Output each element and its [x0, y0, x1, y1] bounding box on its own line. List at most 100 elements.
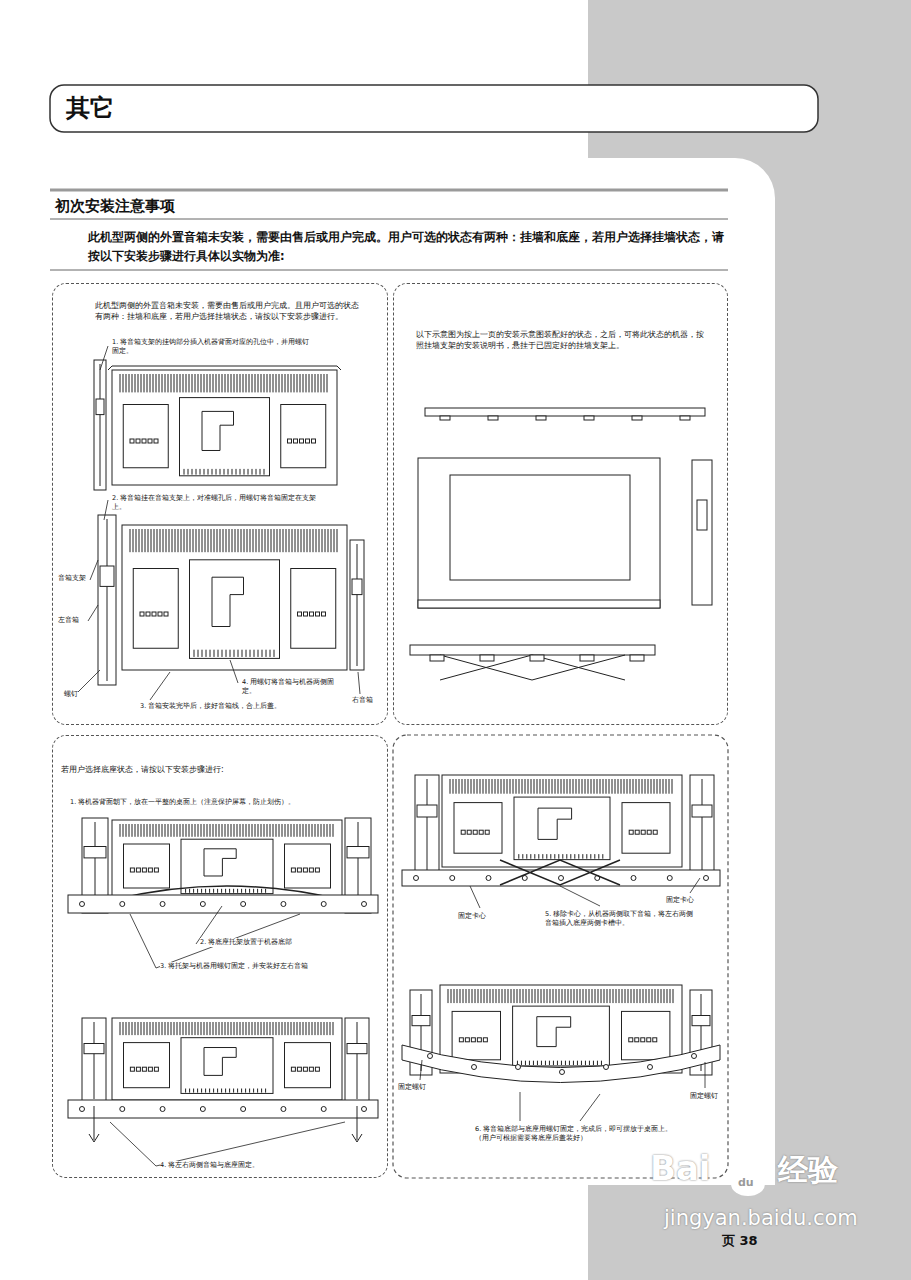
screw-hole: [281, 902, 286, 907]
watermark: Bai: [650, 1146, 711, 1192]
leader-line: [420, 1060, 422, 1080]
drawn-part: [68, 895, 378, 913]
drawn-part: [82, 1018, 106, 1103]
drawn-part: [202, 411, 234, 450]
heading-rule: [50, 189, 728, 192]
drawn-part: [415, 775, 439, 875]
drawn-part: [692, 805, 712, 817]
watermark: 经验: [778, 1150, 838, 1191]
drawn-part: [212, 577, 244, 626]
drawn-part: [142, 439, 146, 443]
screw-hole: [281, 1107, 286, 1112]
drawn-part: [285, 844, 331, 888]
drawn-part: [107, 519, 108, 681]
part-name: 固定螺钉: [398, 1083, 426, 1092]
drawn-part: [148, 439, 152, 443]
drawn-part: [309, 868, 313, 872]
screw-hole: [200, 1107, 205, 1112]
drawn-part: [123, 405, 168, 468]
drawn-part: [315, 1067, 319, 1071]
drawn-part: [316, 612, 320, 616]
screw-hole: [450, 876, 455, 881]
drawn-part: [186, 889, 266, 893]
drawn-part: [181, 1038, 273, 1094]
drawn-part: [84, 1044, 104, 1054]
drawn-part: [440, 985, 682, 1073]
drawn-part: [632, 416, 642, 420]
drawn-part: [190, 560, 280, 659]
drawn-part: [352, 579, 362, 595]
drawn-part: [513, 1006, 610, 1066]
drawn-part: [180, 398, 270, 476]
screw-hole: [120, 1107, 125, 1112]
leader-line: [580, 1094, 600, 1121]
drawn-part: [303, 1067, 307, 1071]
drawn-part: [454, 803, 502, 854]
leader-line: [230, 660, 238, 683]
drawn-part: [194, 650, 274, 657]
drawn-part: [297, 868, 301, 872]
drawn-part: [136, 1067, 140, 1071]
page-number: 页 38: [722, 1232, 758, 1250]
screw-hole: [241, 902, 246, 907]
leader-line: [156, 914, 300, 968]
part-name: 固定卡心: [666, 896, 694, 905]
drawn-part: [297, 1067, 301, 1071]
screw-hole: [321, 902, 326, 907]
leader-line: [560, 886, 600, 906]
intro-paragraph: 此机型两侧的外置音箱未安装，需要由售后或用户完成。用户可选的状态有两种：挂墙和底…: [88, 228, 724, 266]
screw-hole: [80, 1107, 85, 1112]
drawn-part: [136, 439, 140, 443]
drawn-part: [84, 847, 106, 858]
leader-line: [100, 346, 108, 370]
drawn-part: [140, 612, 144, 616]
drawn-part: [440, 416, 450, 420]
screw-hole: [472, 1065, 477, 1070]
drawn-part: [473, 830, 477, 834]
watermark-paw: [731, 1172, 765, 1196]
screw-hole: [80, 902, 85, 907]
drawn-part: [440, 655, 625, 680]
drawn-part: [629, 1038, 633, 1042]
drawn-part: [635, 1038, 639, 1042]
drawn-part: [459, 1038, 463, 1042]
drawn-part: [310, 612, 314, 616]
drawn-part: [94, 360, 106, 490]
drawn-part: [142, 868, 146, 872]
title-box: [50, 85, 818, 132]
drawn-part: [580, 655, 594, 661]
callout-text: 3. 音箱安装完毕后，接好音箱线，合上后盖。: [140, 702, 340, 711]
drawn-part: [530, 655, 544, 661]
drawn-part: [653, 1038, 657, 1042]
drawn-part: [357, 1022, 358, 1099]
leader-line: [90, 560, 98, 580]
drawn-part: [350, 540, 364, 670]
drawn-part: [96, 399, 104, 415]
drawn-part: [519, 854, 603, 859]
drawn-part: [347, 1044, 367, 1054]
drawn-part: [300, 439, 304, 443]
drawn-part: [184, 469, 264, 475]
section-heading: 初次安装注意事项: [55, 196, 175, 216]
drawn-part: [124, 1043, 170, 1088]
drawn-part: [357, 544, 358, 666]
callout-text: 5. 移除卡心，从机器两侧取下音箱，将左右两侧音箱插入底座两侧卡槽中。: [545, 910, 695, 928]
drawn-part: [467, 830, 471, 834]
drawn-part: [488, 416, 498, 420]
drawn-part: [303, 868, 307, 872]
leader-line: [520, 1092, 521, 1121]
drawn-part: [148, 868, 152, 872]
drawn-part: [430, 655, 444, 661]
drawn-part: [133, 569, 178, 649]
drawn-part: [100, 364, 101, 486]
drawn-part: [622, 1011, 670, 1059]
panel-text: 以下示意图为按上一页的安装示意图装配好的状态，之后，可将此状态的机器，按照挂墙支…: [416, 329, 711, 351]
drawn-part: [315, 868, 319, 872]
part-name: 右音箱: [352, 696, 373, 705]
drawn-part: [154, 439, 158, 443]
drawn-part: [122, 525, 347, 670]
screw-hole: [160, 1107, 165, 1112]
drawn-part: [697, 500, 707, 530]
screw-hole: [362, 902, 367, 907]
